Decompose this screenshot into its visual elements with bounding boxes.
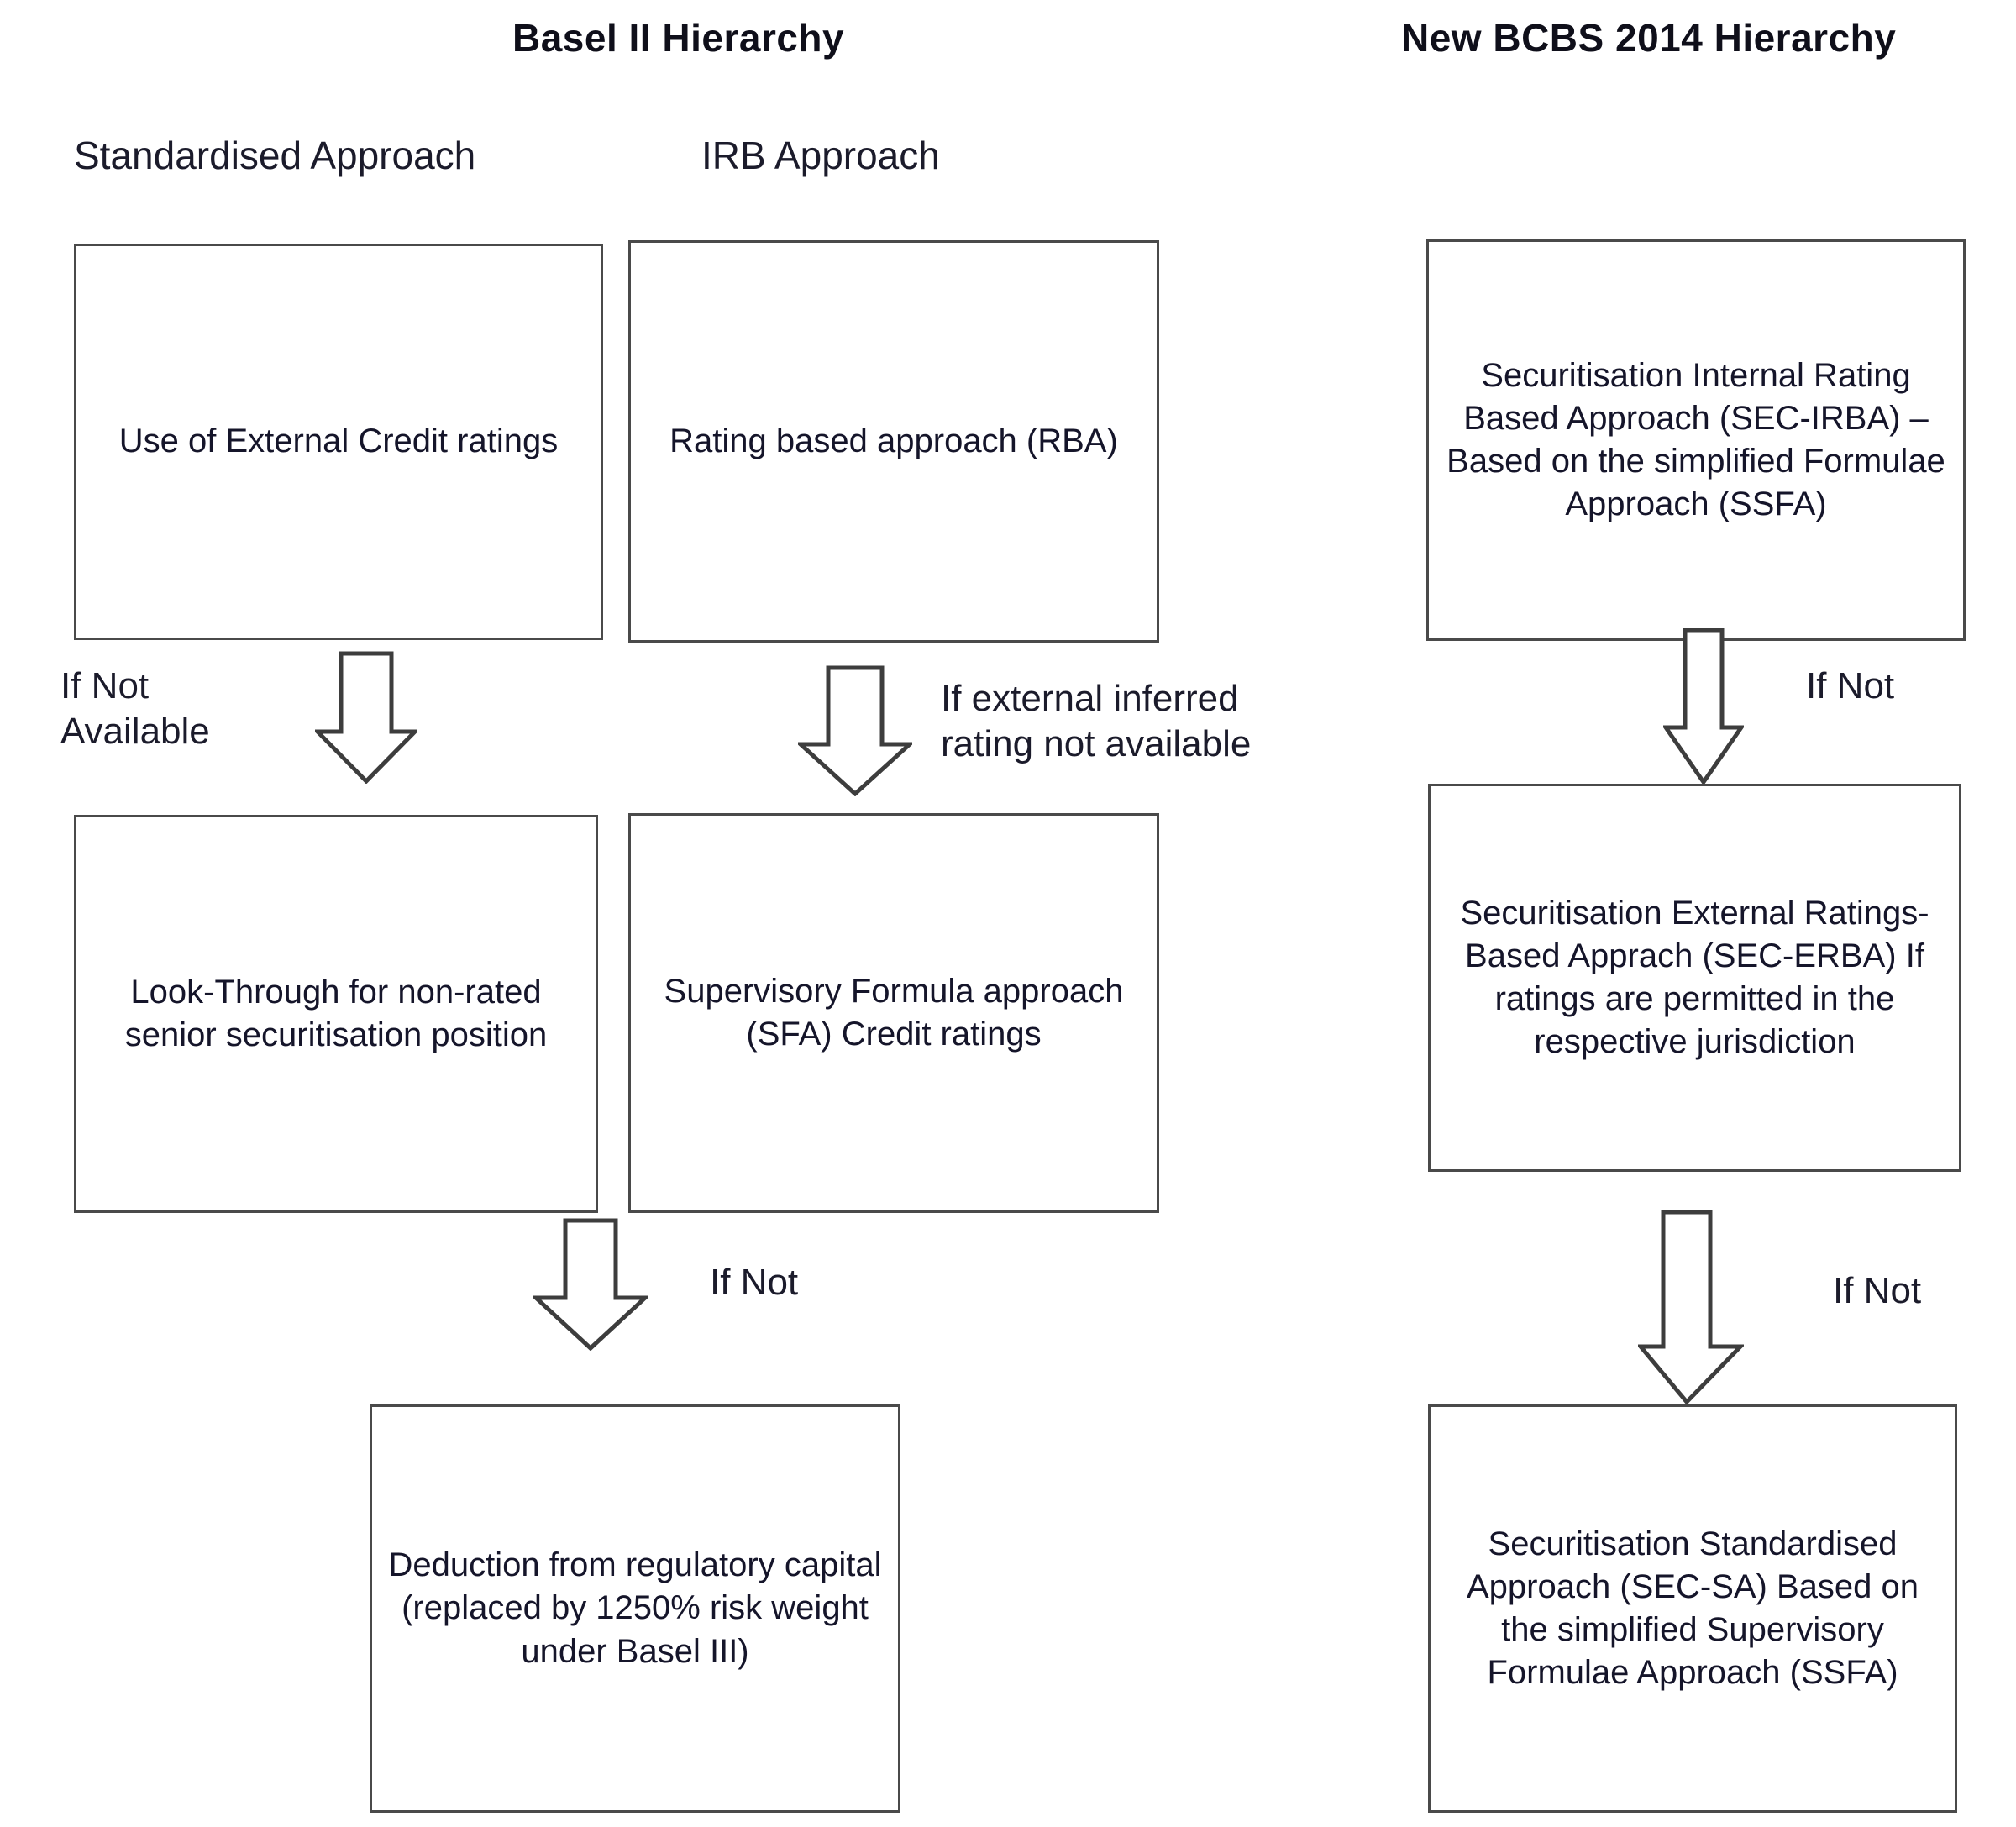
down-block-arrow-icon-standardised (315, 651, 417, 784)
node-sec-erba[interactable]: Securitisation External Ratings- Based A… (1428, 784, 1961, 1172)
left-column-title: Basel II Hierarchy (512, 16, 845, 60)
down-block-arrow-icon-sec-sa (1638, 1210, 1744, 1404)
edge-label-if-not-right-bottom: If Not (1833, 1270, 1922, 1311)
node-supervisory-formula-label: Supervisory Formula approach (SFA) Credi… (664, 972, 1124, 1053)
subtitle-standardised-approach: Standardised Approach (74, 134, 476, 177)
edge-label-if-not-available: If Not Available (60, 665, 210, 752)
node-sec-sa-label: Securitisation Standardised Approach (SE… (1466, 1525, 1919, 1692)
down-block-arrow-icon-irb (798, 665, 912, 796)
node-deduction-regulatory-capital[interactable]: Deduction from regulatory capital (repla… (370, 1404, 900, 1813)
edge-label-if-external-inferred: If external inferred rating not availabl… (941, 678, 1252, 764)
down-block-arrow-icon-deduction (533, 1218, 648, 1351)
edge-label-if-not-left-bottom: If Not (710, 1262, 799, 1303)
node-rating-based-approach[interactable]: Rating based approach (RBA) (628, 240, 1159, 643)
down-block-arrow-icon-sec-irba (1663, 628, 1744, 785)
node-external-credit-ratings[interactable]: Use of External Credit ratings (74, 244, 603, 640)
subtitle-irb-approach: IRB Approach (701, 134, 940, 177)
node-deduction-regulatory-capital-label: Deduction from regulatory capital (repla… (388, 1546, 882, 1670)
node-supervisory-formula[interactable]: Supervisory Formula approach (SFA) Credi… (628, 813, 1159, 1213)
node-sec-sa[interactable]: Securitisation Standardised Approach (SE… (1428, 1404, 1957, 1813)
node-sec-irba-label: Securitisation Internal Rating Based App… (1446, 356, 1945, 523)
right-column-title: New BCBS 2014 Hierarchy (1401, 16, 1897, 60)
node-sec-irba[interactable]: Securitisation Internal Rating Based App… (1426, 239, 1966, 641)
node-external-credit-ratings-label: Use of External Credit ratings (118, 423, 559, 460)
node-look-through-label: Look-Through for non-rated senior securi… (124, 973, 548, 1053)
node-look-through[interactable]: Look-Through for non-rated senior securi… (74, 815, 598, 1213)
edge-label-if-not-right-top: If Not (1806, 665, 1895, 706)
node-sec-erba-label: Securitisation External Ratings- Based A… (1460, 894, 1929, 1061)
node-rating-based-approach-label: Rating based approach (RBA) (669, 422, 1118, 459)
